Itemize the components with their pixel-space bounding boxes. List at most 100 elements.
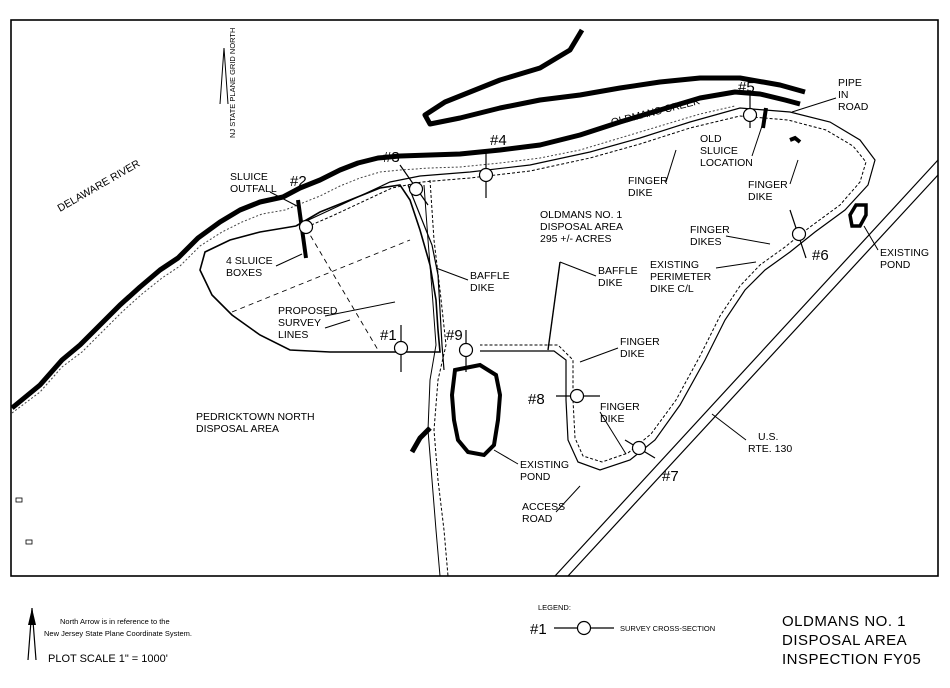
label-proposed-2: SURVEY (278, 317, 321, 329)
sluice-blob (789, 135, 802, 144)
delaware-river-shoreline (10, 89, 801, 410)
existing-pond-center (449, 362, 503, 458)
leader-sluice-boxes (275, 253, 303, 267)
label-finger-dike-top-1: FINGER (628, 175, 668, 187)
label-sluice-outfall-2: OUTFALL (230, 183, 277, 195)
label-finger-dike-low-1: FINGER (600, 401, 640, 413)
north-note-2: New Jersey State Plane Coordinate System… (44, 629, 192, 638)
label-finger-dikes-2: DIKES (690, 236, 722, 248)
svg-text:#6: #6 (812, 247, 829, 264)
label-pipe-3: ROAD (838, 101, 869, 113)
label-perimeter-1: EXISTING (650, 259, 699, 271)
label-pedricktown-1: PEDRICKTOWN NORTH (196, 411, 315, 423)
label-perimeter-3: DIKE C/L (650, 283, 694, 295)
label-baffle-left-2: DIKE (470, 282, 495, 294)
svg-text:#1: #1 (380, 327, 397, 344)
label-proposed-1: PROPOSED (278, 305, 338, 317)
leader-finger-dike-low (599, 411, 627, 455)
label-pond-center-1: EXISTING (520, 459, 569, 471)
label-finger-dikes-1: FINGER (690, 224, 730, 236)
cross-section-1: #1 (380, 325, 409, 372)
leader-baffle-left (435, 267, 469, 281)
leader-finger-dikes (725, 235, 771, 245)
oldmans-creek-far-shore (422, 28, 806, 127)
leader-perimeter (715, 261, 757, 269)
label-us-rte-1: U.S. (758, 431, 778, 443)
label-pond-right-2: POND (880, 259, 911, 271)
label-perimeter-2: PERIMETER (650, 271, 712, 283)
label-disposal-area-1: OLDMANS NO. 1 (540, 209, 622, 221)
label-proposed-3: LINES (278, 329, 308, 341)
label-sluice-outfall-1: SLUICE (230, 171, 268, 183)
label-old-sluice-1: OLD (700, 133, 722, 145)
title-line-2: DISPOSAL AREA (782, 632, 907, 649)
leader-us-rte (711, 413, 747, 441)
us-rte-130-a (554, 159, 939, 577)
label-baffle-right-2: DIKE (598, 277, 623, 289)
label-pipe-1: PIPE (838, 77, 862, 89)
baffle-dike-right-line (547, 261, 561, 351)
existing-pond-right (848, 203, 868, 228)
cross-section-9: #9 (446, 327, 474, 372)
label-finger-dike-right-1: FINGER (748, 179, 788, 191)
label-disposal-area-3: 295 +/- ACRES (540, 233, 612, 245)
sluice-bar-5 (761, 107, 768, 129)
access-road-vertical (429, 179, 449, 577)
cross-section-5: #5 (738, 79, 758, 128)
svg-text:#2: #2 (290, 173, 307, 190)
svg-text:#4: #4 (490, 132, 507, 149)
cross-section-8: #8 (528, 388, 600, 408)
label-oldmans-creek: OLDMANS CREEK (610, 95, 701, 129)
cross-section-6: #6 (789, 209, 829, 264)
legend-text: SURVEY CROSS-SECTION (620, 624, 715, 633)
label-finger-dike-mid-2: DIKE (620, 348, 645, 360)
us-rte-130-b (567, 174, 939, 577)
title-line-3: INSPECTION FY05 (782, 651, 921, 668)
svg-text:#9: #9 (446, 327, 463, 344)
leader-old-sluice (751, 125, 763, 157)
leader-proposed-a (324, 301, 396, 317)
north-arrow-footer (27, 607, 37, 661)
cross-section-2: #2 (290, 173, 314, 235)
cross-section-3: #3 (383, 149, 429, 206)
label-pedricktown-2: DISPOSAL AREA (196, 423, 279, 435)
label-sluice-boxes-2: BOXES (226, 267, 262, 279)
legend-symbol: #1 (530, 621, 547, 638)
leader-proposed-b (324, 319, 351, 329)
plot-scale: PLOT SCALE 1" = 1000' (48, 653, 168, 665)
label-pond-right-1: EXISTING (880, 247, 929, 259)
shoreline-inner (11, 105, 736, 414)
label-finger-dike-right-2: DIKE (748, 191, 773, 203)
legend-circle (576, 620, 592, 636)
pond-small-west (409, 426, 432, 454)
perimeter-dike-inner (301, 115, 867, 463)
title-line-1: OLDMANS NO. 1 (782, 613, 906, 630)
leader-pipe (791, 97, 837, 113)
survey-line-2 (305, 227, 379, 351)
label-access-road-1: ACCESS (522, 501, 565, 513)
label-old-sluice-2: SLUICE (700, 145, 738, 157)
leader-finger-dike-mid (579, 347, 619, 363)
leader-pond-right (863, 225, 879, 251)
mark-a (15, 497, 23, 503)
label-access-road-2: ROAD (522, 513, 553, 525)
leader-access-road (555, 485, 581, 513)
leader-finger-dike-right (789, 159, 799, 185)
svg-text:#8: #8 (528, 391, 545, 408)
mark-b (25, 539, 33, 545)
label-old-sluice-3: LOCATION (700, 157, 753, 169)
label-disposal-area-2: DISPOSAL AREA (540, 221, 623, 233)
label-baffle-left-1: BAFFLE (470, 270, 510, 282)
cross-section-7: #7 (624, 439, 679, 485)
svg-text:NJ STATE PLANE GRID NORTH: NJ STATE PLANE GRID NORTH (228, 28, 237, 138)
label-baffle-right-1: BAFFLE (598, 265, 638, 277)
north-note-1: North Arrow is in reference to the (60, 617, 170, 626)
label-finger-dike-low-2: DIKE (600, 413, 625, 425)
label-pond-center-2: POND (520, 471, 551, 483)
svg-text:#5: #5 (738, 79, 755, 96)
svg-text:#3: #3 (383, 149, 400, 166)
label-delaware-river: DELAWARE RIVER (56, 157, 143, 214)
leader-finger-dike-top (665, 149, 677, 183)
cross-section-4: #4 (478, 132, 507, 198)
label-sluice-boxes-1: 4 SLUICE (226, 255, 273, 267)
